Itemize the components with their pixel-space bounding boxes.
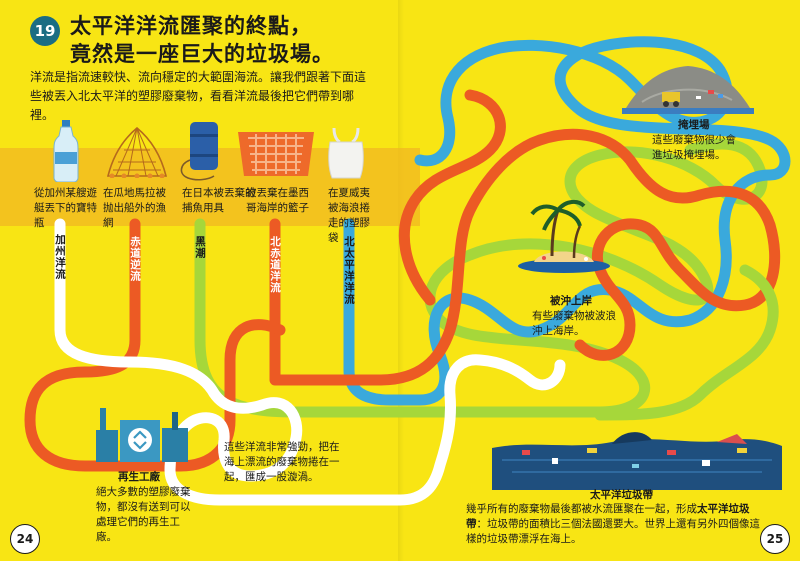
current-label-countercurrent: 赤道逆流 bbox=[129, 236, 141, 282]
current-loop-right bbox=[594, 264, 779, 421]
page-number-right: 25 bbox=[760, 524, 790, 554]
strong-current-text: 這些洋流非常強勁，把在海上漂流的廢棄物捲在一起，匯成一股漩渦。 bbox=[224, 441, 340, 483]
item-caption-bag: 在夏威夷被海浪捲走的塑膠袋 bbox=[328, 187, 370, 244]
plastic-bottle-icon bbox=[53, 120, 79, 182]
page-title: 太平洋洋流匯聚的終點， 竟然是一座巨大的垃圾場。 bbox=[70, 12, 334, 68]
current-label-california: 加州洋流 bbox=[54, 234, 66, 280]
landfill-text: 這些廢棄物很少會進垃圾掩埋場。 bbox=[652, 134, 736, 161]
book-gutter bbox=[398, 0, 404, 561]
item-caption-gear: 在日本被丟棄的捕魚用具 bbox=[182, 187, 256, 214]
recycling-plant-illustration bbox=[96, 408, 188, 462]
fishing-net-icon bbox=[106, 126, 168, 178]
garbage-patch-text-bold: 太平洋垃圾帶 bbox=[466, 503, 750, 530]
north-pacific-current-path bbox=[343, 36, 791, 406]
island-illustration bbox=[518, 199, 610, 273]
page-number-left: 24 bbox=[10, 524, 40, 554]
item-caption-crate: 被丟棄在墨西哥海岸的籃子 bbox=[246, 187, 309, 214]
current-label-north-equatorial: 北赤道洋流 bbox=[269, 236, 281, 294]
title-line-2: 竟然是一座巨大的垃圾場。 bbox=[70, 42, 334, 66]
crate-basket-icon bbox=[238, 132, 314, 176]
plastic-bag-icon bbox=[328, 127, 364, 179]
landfill-title: 掩埋場 bbox=[678, 119, 710, 131]
garbage-patch-text: 幾乎所有的廢棄物最後都被水流匯聚在一起，形成太平洋垃圾帶：垃圾帶的面積比三個法國… bbox=[466, 502, 766, 547]
garbage-patch-text-post: ：垃圾帶的面積比三個法國還要大。世界上還有另外四個像這樣的垃圾帶漂浮在海上。 bbox=[466, 518, 760, 545]
intro-paragraph: 洋流是指流速較快、流向穩定的大範圍海流。讓我們跟著下面這些被丟入北太平洋的塑膠廢… bbox=[30, 70, 367, 122]
landfill-illustration bbox=[622, 66, 754, 114]
recycling-plant-title: 再生工廠 bbox=[118, 471, 160, 483]
garbage-patch-illustration bbox=[492, 432, 782, 490]
item-caption-bottle: 從加州某艘遊艇丟下的寶特瓶 bbox=[34, 187, 97, 229]
current-label-kuroshio: 黑潮 bbox=[194, 236, 206, 259]
chapter-number-badge: 19 bbox=[30, 16, 60, 46]
current-loop-top bbox=[398, 89, 506, 306]
fishing-gear-barrel-icon bbox=[180, 122, 218, 181]
washed-ashore-text: 有些廢棄物被波浪沖上海岸。 bbox=[532, 310, 616, 337]
title-line-1: 太平洋洋流匯聚的終點， bbox=[70, 14, 312, 38]
california-current-path bbox=[54, 218, 566, 506]
garbage-patch-title: 太平洋垃圾帶 bbox=[590, 489, 653, 501]
garbage-patch-text-pre: 幾乎所有的廢棄物最後都被水流匯聚在一起，形成 bbox=[466, 503, 697, 515]
current-label-north-pacific: 北太平洋洋流 bbox=[343, 236, 355, 305]
recycling-plant-text: 絕大多數的塑膠廢棄物，都沒有送到可以處理它們的再生工廠。 bbox=[96, 486, 191, 543]
item-caption-net: 在瓜地馬拉被抛出船外的漁網 bbox=[103, 187, 166, 229]
equatorial-countercurrent-path bbox=[24, 218, 286, 472]
kuroshio-path bbox=[194, 138, 768, 418]
washed-ashore-title: 被沖上岸 bbox=[550, 295, 592, 307]
